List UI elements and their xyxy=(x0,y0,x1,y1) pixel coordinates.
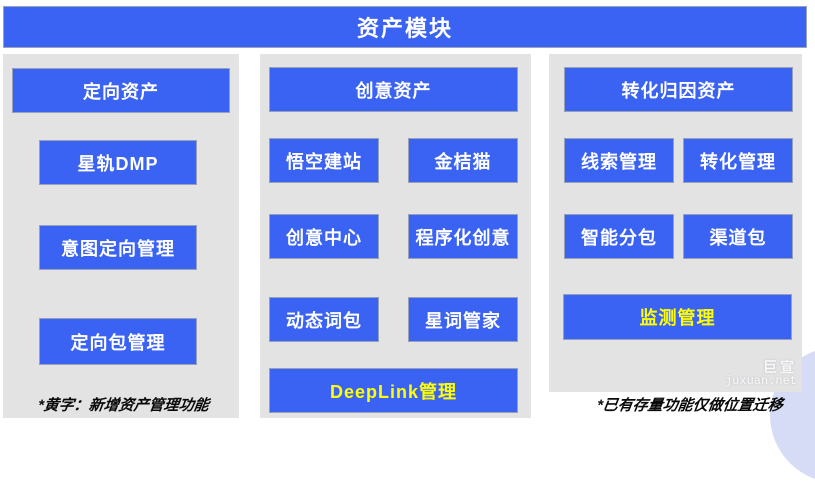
box-lead-management: 线索管理 xyxy=(564,138,674,183)
watermark: 巨宣 juxuan.net xyxy=(724,359,797,389)
box-wukong-site-builder: 悟空建站 xyxy=(269,138,379,183)
watermark-brand-text: 巨宣 xyxy=(763,359,797,375)
box-creative-center: 创意中心 xyxy=(269,214,379,259)
box-conversion-management: 转化管理 xyxy=(683,138,793,183)
box-smart-packaging: 智能分包 xyxy=(564,214,674,259)
box-targeting-assets-title: 定向资产 xyxy=(12,68,230,113)
box-intent-targeting-management: 意图定向管理 xyxy=(39,225,197,270)
watermark-site-text: juxuan.net xyxy=(724,374,797,389)
module-header-bar: 资产模块 xyxy=(3,6,807,48)
box-programmatic-creative: 程序化创意 xyxy=(408,214,518,259)
note-existing-features: *已有存量功能仅做位置迁移 xyxy=(595,397,784,414)
box-monitoring-management: 监测管理 xyxy=(563,294,792,340)
module-title: 资产模块 xyxy=(356,16,453,41)
note-yellow-text-legend: *黄字：新增资产管理功能 xyxy=(36,397,210,414)
box-deeplink-management: DeepLink管理 xyxy=(269,368,518,413)
box-conversion-attribution-assets-title: 转化归因资产 xyxy=(564,67,793,112)
box-channel-package: 渠道包 xyxy=(683,214,793,259)
box-star-word-manager: 星词管家 xyxy=(408,297,518,342)
box-jinjie-mao: 金桔猫 xyxy=(408,138,518,183)
box-star-track-dmp: 星轨DMP xyxy=(39,140,197,185)
box-targeting-package-management: 定向包管理 xyxy=(39,318,197,365)
box-creative-assets-title: 创意资产 xyxy=(269,67,518,112)
box-dynamic-word-pack: 动态词包 xyxy=(269,297,379,342)
